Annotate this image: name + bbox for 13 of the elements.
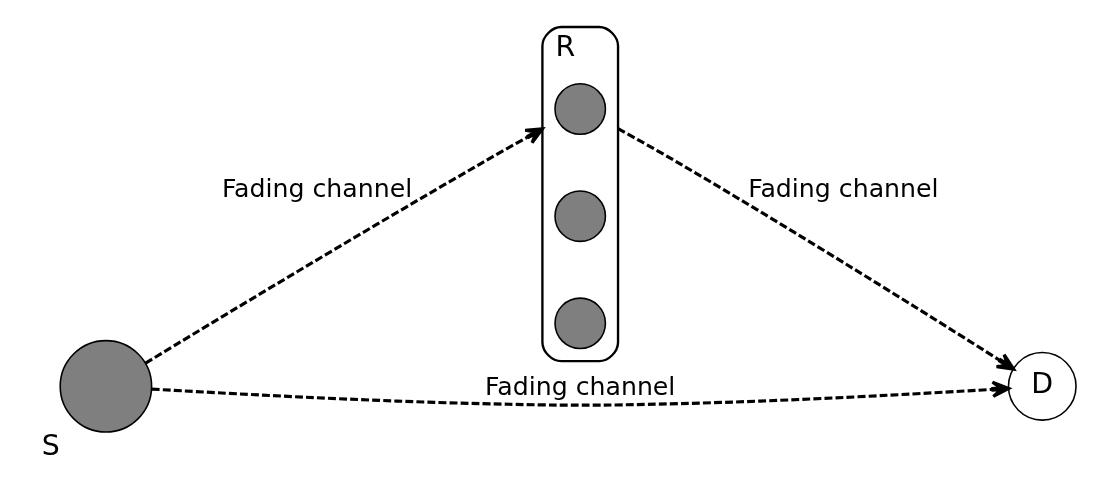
cluster: R	[540, 25, 619, 363]
edge-label: Fading channel	[221, 173, 412, 203]
arrow	[144, 127, 544, 365]
node-circle: D	[1007, 351, 1077, 421]
node-circle	[553, 190, 606, 243]
node-circle	[553, 297, 606, 350]
node-circle	[58, 339, 152, 433]
node-circle	[553, 83, 606, 135]
edge-label: Fading channel	[484, 372, 675, 402]
arrow	[616, 127, 1015, 371]
arrow	[151, 380, 1010, 407]
edge-label: Fading channel	[747, 173, 939, 203]
node-label: S	[41, 428, 60, 462]
